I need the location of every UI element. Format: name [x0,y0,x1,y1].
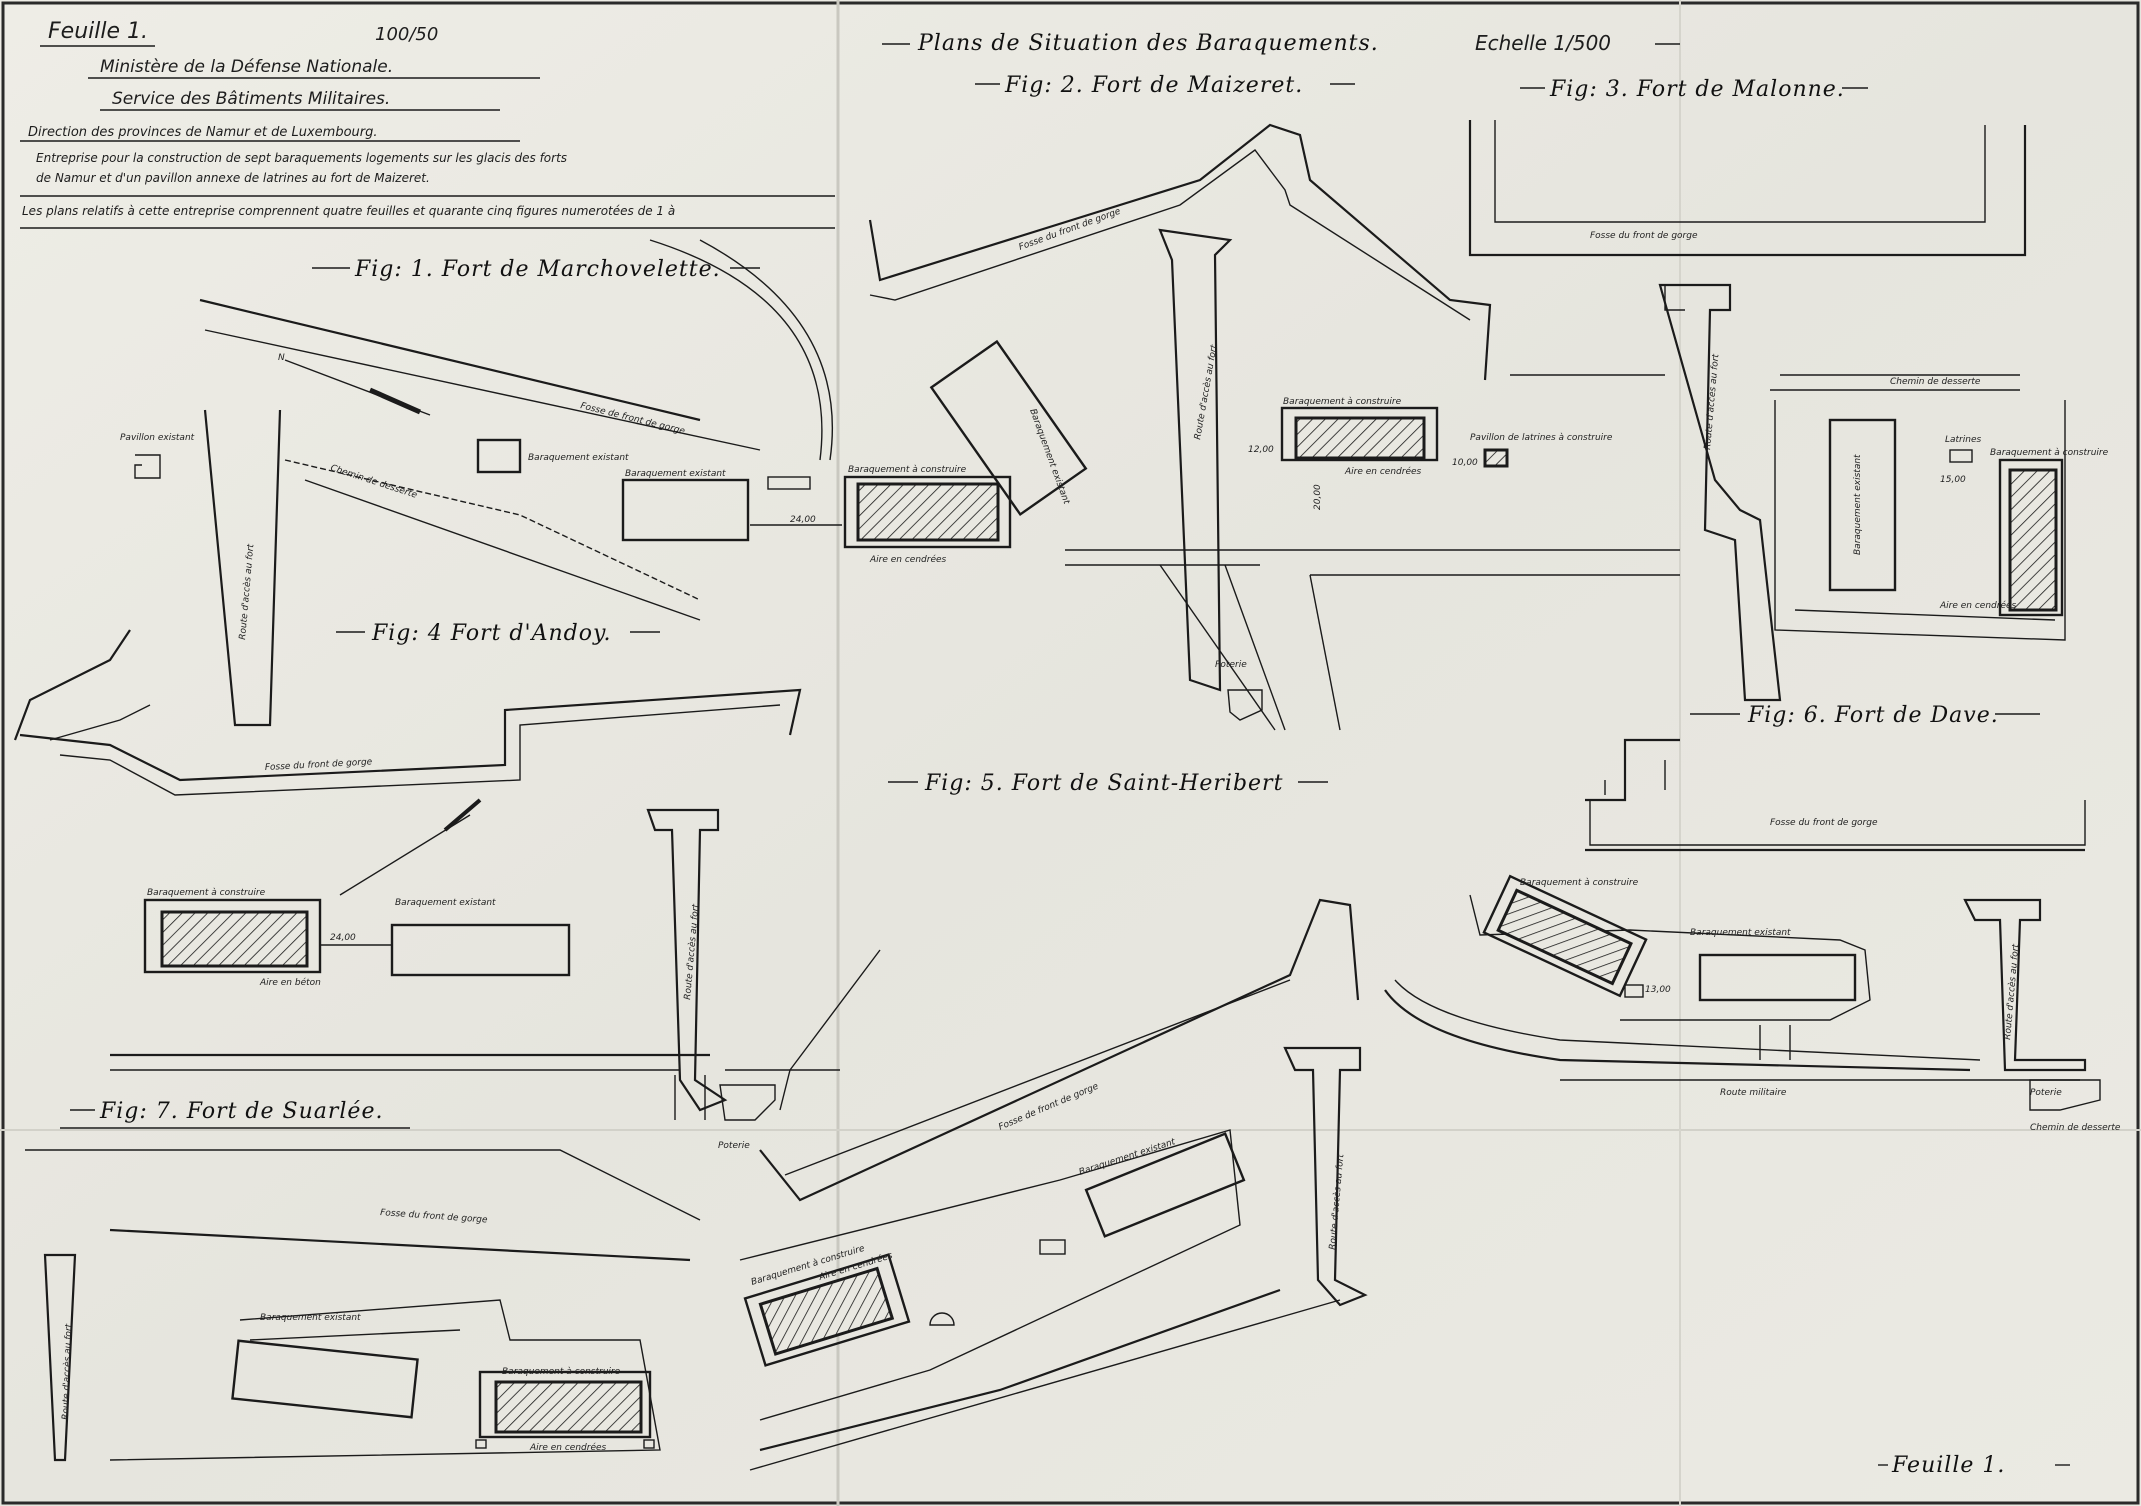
fig7-route-label: Route d'accès au fort [60,1323,74,1420]
fig3-fosse-label: Fosse du front de gorge [1590,231,1698,241]
fig7-existing-barracks [231,1339,419,1419]
fig4-dim: 24,00 [330,933,356,943]
sheet-label-bottom: Feuille 1. [1891,1453,2005,1478]
fig4-existing-label: Baraquement existant [395,898,496,908]
fig2-existing-barracks [929,339,1088,517]
fig4-title: Fig: 4 Fort d'Andoy. [371,621,611,646]
fig3-dim-15: 15,00 [1940,475,1966,485]
fig2-latrines-label: Pavillon de latrines à construire [1470,433,1613,443]
description-line-1: Entreprise pour la construction de sept … [36,151,567,165]
fig6-fosse-label: Fosse du front de gorge [1770,818,1878,828]
fig6-dim-13: 13,00 [1645,985,1671,995]
fig3-existing-barracks [1828,418,1897,592]
svg-text:N: N [278,353,285,363]
fig7-existing-label: Baraquement existant [260,1313,361,1323]
fig4-new-label: Baraquement à construire [147,888,266,898]
fig2-title: Fig: 2. Fort de Maizeret. [1004,73,1303,98]
fig6-chemin-label: Chemin de desserte [2030,1123,2121,1133]
fig3-title: Fig: 3. Fort de Malonne. [1549,77,1845,102]
reference-number: 100/50 [375,24,438,45]
description-line-2: de Namur et d'un pavillon annexe de latr… [36,171,430,185]
fig6-plan: Fosse du front de gorge Route d'accès au… [1384,738,2121,1133]
fig1-title: Fig: 1. Fort de Marchovelette. [354,257,721,282]
fig5-existing-barracks [1084,1132,1246,1238]
fig3-aire-label: Aire en cendrées [1939,600,2017,611]
fig6-new-label: Baraquement à construire [1520,878,1639,888]
sheet-label-top: Feuille 1. [48,19,148,44]
main-title-block: Plans de Situation des Baraquements. Ech… [882,31,1680,56]
service-line: Service des Bâtiments Militaires. [112,89,390,109]
fig3-latrines-label: Latrines [1945,435,1982,445]
fig2-new-label: Baraquement à construire [1283,397,1402,407]
fig2-poterie-label: Poterie [1215,660,1247,670]
fig3-plan: Fosse du front de gorge Route d'accès au… [1468,120,2109,702]
fig2-aire-label: Aire en cendrées [1344,466,1422,477]
fig6-new-barracks [1496,888,1633,986]
fig5-title: Fig: 5. Fort de Saint-Heribert [924,771,1283,796]
fig6-existing-barracks [1698,953,1857,1002]
fig1-new-barracks [856,482,1000,542]
fig3-new-label: Baraquement à construire [1990,448,2109,458]
main-title: Plans de Situation des Baraquements. [917,31,1379,56]
fig1-dim: 24,00 [790,515,816,525]
fig1-new-label: Baraquement à construire [848,465,967,475]
fig2-dim-12: 12,00 [1248,445,1274,455]
fig3-existing-label: Baraquement existant [1853,454,1863,555]
fig4-poterie-label: Poterie [718,1141,750,1151]
fig2-new-barracks [1294,416,1426,460]
fig4-plan: Fosse du front de gorge Route d'accès au… [13,629,840,1151]
direction-line: Direction des provinces de Namur et de L… [28,125,378,140]
title-block: Feuille 1. 100/50 Ministère de la Défens… [20,19,835,229]
fig1-existing-label: Baraquement existant [625,469,726,479]
fig2-dim-20: 20,00 [1313,484,1323,510]
fig1-existing-barracks [621,478,750,542]
fig7-plan: Fosse du front de gorge Route d'accès au… [25,1149,701,1462]
fig1-bar-exist-small: Baraquement existant [528,453,629,463]
fig3-new-barracks [2008,468,2058,612]
fig4-existing-barracks [390,923,571,977]
fig4-new-barracks [160,910,309,968]
fig1-pavillon-label: Pavillon existant [120,433,195,443]
description-line-3: Les plans relatifs à cette entreprise co… [22,204,675,218]
fig7-aire-label: Aire en cendrées [529,1442,607,1453]
fig4-aire-label: Aire en béton [259,977,321,988]
ministry-line: Ministère de la Défense Nationale. [100,57,393,77]
fig7-new-label: Baraquement à construire [502,1367,621,1377]
fig5-new-barracks [758,1266,895,1356]
fig3-chemin-label: Chemin de desserte [1890,377,1981,387]
fig6-title: Fig: 6. Fort de Dave. [1747,703,1999,728]
fig6-route-militaire-label: Route militaire [1720,1088,1787,1098]
fig7-new-barracks [494,1380,643,1434]
fig6-poterie-label: Poterie [2030,1088,2062,1098]
footer-block: Feuille 1. [1878,1453,2070,1478]
fig2-dim-10: 10,00 [1452,458,1478,468]
scale-label: Echelle 1/500 [1475,31,1611,55]
figure-titles: Fig: 1. Fort de Marchovelette. Fig: 2. F… [60,73,2040,1129]
fig6-existing-label: Baraquement existant [1690,928,1791,938]
fig1-aire-label: Aire en cendrées [869,554,947,565]
fig7-title: Fig: 7. Fort de Suarlée. [99,1099,383,1124]
